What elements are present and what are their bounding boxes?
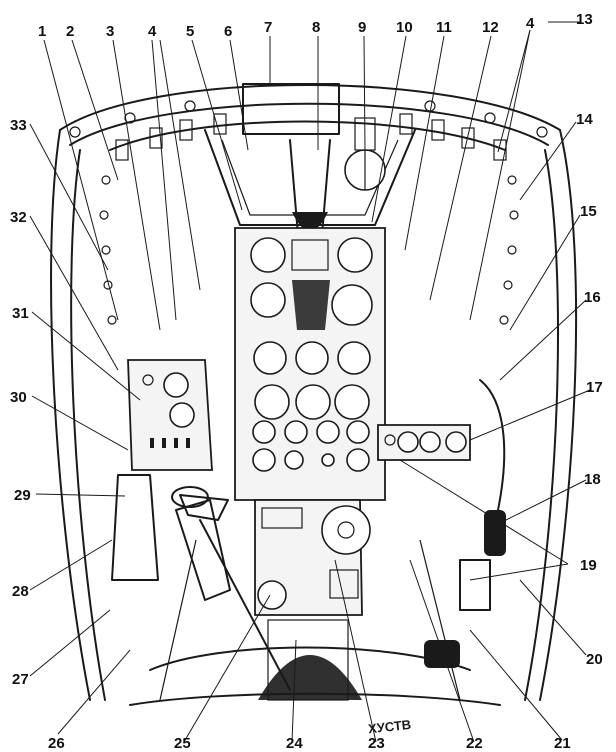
callout-30: 30 [10,389,27,406]
callout-16: 16 [584,289,601,306]
callout-3: 3 [106,23,114,40]
callout-12: 12 [482,19,499,36]
callout-14: 14 [576,111,593,128]
callout-9: 9 [358,19,366,36]
callout-4-left: 4 [148,23,157,40]
callout-28: 28 [12,583,29,600]
floor-pedestal [179,494,371,701]
floor-marking: ХУСТВ [367,717,411,736]
leader-lines [29,21,591,743]
callout-27: 27 [12,671,29,688]
callout-29: 29 [14,487,31,504]
callout-20: 20 [586,651,603,668]
callout-6: 6 [224,23,232,40]
callout-23: 23 [368,735,385,752]
callout-33: 33 [10,117,27,134]
callout-26: 26 [48,735,65,752]
callout-21: 21 [554,735,571,752]
callout-2: 2 [66,23,74,40]
callout-15: 15 [580,203,597,220]
callout-31: 31 [12,305,29,322]
callout-19: 19 [580,557,597,574]
callout-1: 1 [38,23,46,40]
instrument-panel [234,227,386,501]
callout-11: 11 [436,19,452,36]
right-console [377,379,506,668]
callout-17: 17 [586,379,603,396]
callout-24: 24 [286,735,303,752]
callout-4-right: 4 [526,15,535,32]
callout-13: 13 [576,11,593,28]
left-console [111,359,231,601]
callout-10: 10 [396,19,413,36]
callout-22: 22 [466,735,483,752]
callout-25: 25 [174,735,191,752]
callout-32: 32 [10,209,27,226]
callout-18: 18 [584,471,601,488]
callout-7: 7 [264,19,272,36]
callout-5: 5 [186,23,194,40]
cockpit-floor: ХУСТВ [129,539,501,736]
callout-labels: 1 2 3 4 5 6 7 8 9 10 11 12 4 13 14 15 16… [10,11,603,752]
callout-8: 8 [312,19,320,36]
